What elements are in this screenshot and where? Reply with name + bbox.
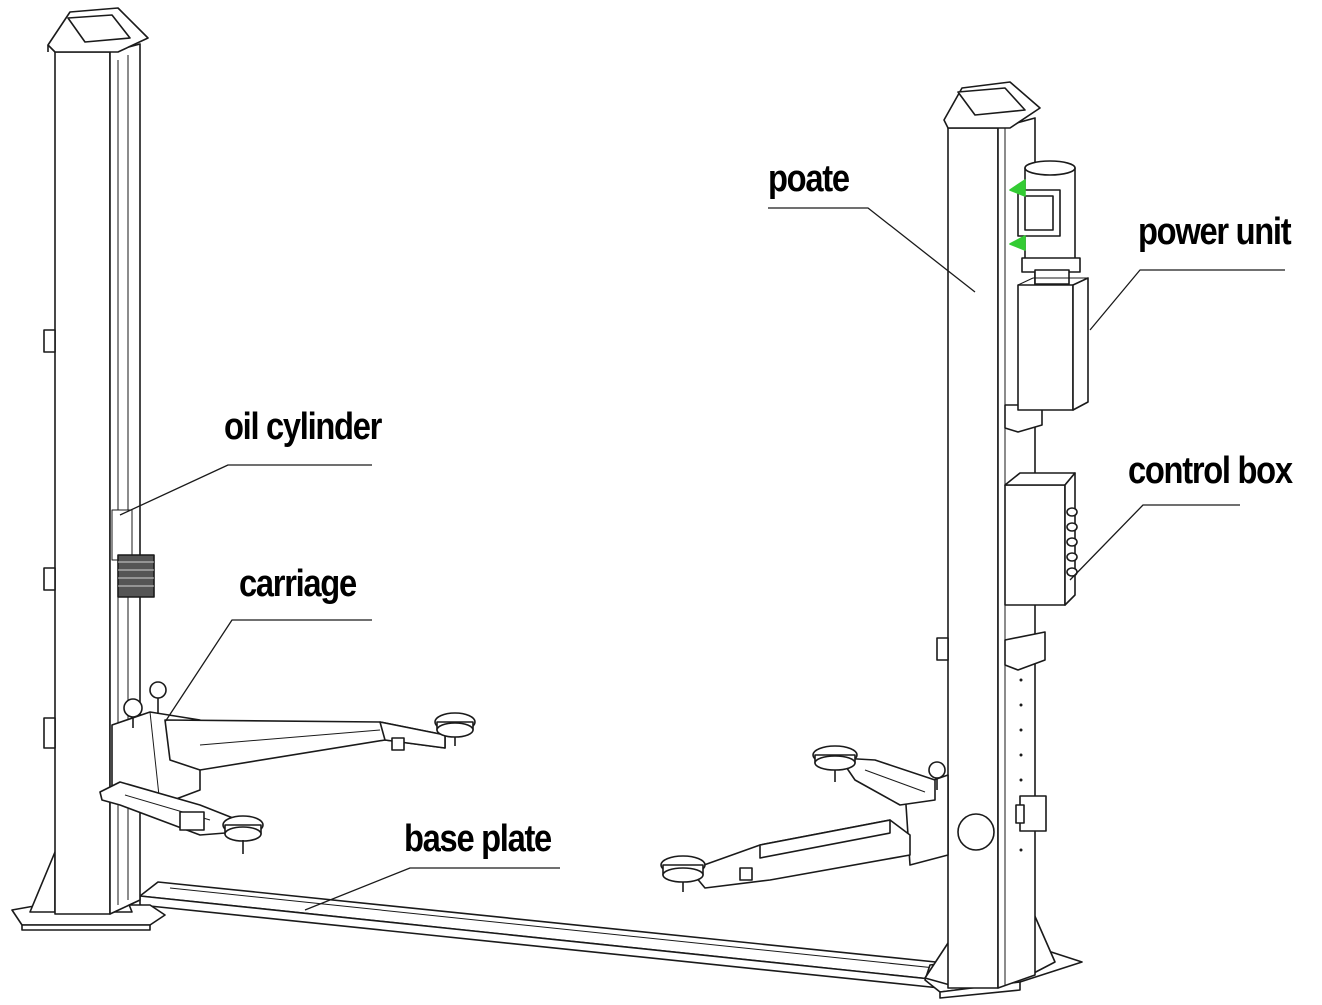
left-column [11, 7, 166, 931]
base-plate-shape [139, 881, 956, 989]
left-carriage [99, 681, 476, 854]
leader-control-box [1069, 504, 1240, 581]
label-poate: poate [768, 158, 850, 200]
leader-lines [119, 207, 1285, 911]
right-carriage [660, 745, 949, 892]
control-box-shape [1004, 472, 1078, 606]
leader-poate [768, 207, 976, 293]
label-oil-cylinder: oil cylinder [224, 406, 382, 448]
label-carriage: carriage [239, 563, 357, 605]
label-control-box: control box [1128, 450, 1293, 492]
leader-base-plate [304, 867, 560, 911]
leader-power-unit [1089, 269, 1285, 331]
leader-oil-cylinder [119, 464, 372, 516]
power-unit-shape [1009, 160, 1089, 411]
label-base-plate: base plate [404, 818, 552, 860]
leader-carriage [164, 619, 372, 723]
label-power-unit: power unit [1138, 211, 1292, 253]
